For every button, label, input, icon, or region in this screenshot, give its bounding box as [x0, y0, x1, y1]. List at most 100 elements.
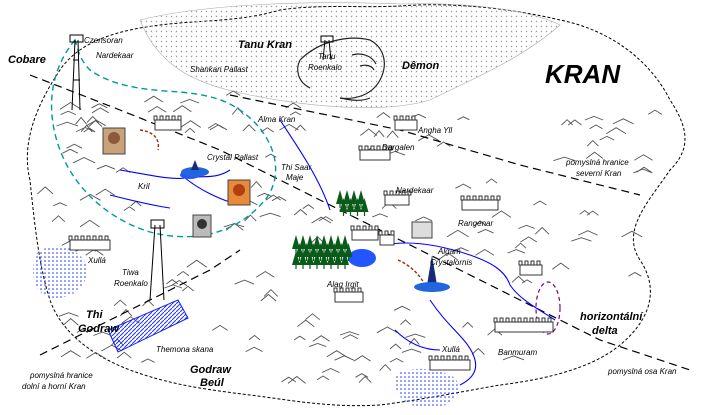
forest-tree	[334, 235, 342, 249]
place-rangenar: Rangenar	[458, 219, 493, 228]
building-battlement	[547, 317, 552, 323]
mountain-peak	[577, 230, 598, 236]
mountain-peak	[176, 270, 190, 277]
mountain-peak	[166, 279, 179, 285]
mountain-peak	[59, 101, 82, 110]
building-battlement	[358, 145, 363, 151]
forest-tree	[339, 198, 348, 212]
mountain-peak	[389, 357, 404, 363]
place-tanu-roenkalo-line1: Tanu	[318, 52, 336, 61]
forest-tree	[353, 198, 362, 212]
building	[429, 359, 471, 371]
place-crystal-pallast: Crystal Pallast	[207, 153, 259, 162]
region-godraw-beul-line2: Beúl	[200, 377, 225, 389]
mountain-peak	[586, 210, 599, 216]
region-cobare: Cobare	[8, 54, 46, 66]
mountain-peak	[75, 127, 95, 133]
building-battlement	[523, 317, 528, 323]
building-battlement	[350, 225, 355, 231]
forest-trunk	[344, 265, 346, 269]
forest-trunk	[340, 257, 343, 261]
mountain-peak	[311, 216, 332, 224]
place-angha-yll: Angha Yll	[417, 126, 452, 135]
building-battlement	[165, 115, 170, 121]
building-battlement	[357, 287, 362, 293]
building	[69, 239, 111, 251]
building-battlement	[356, 225, 361, 231]
building-battlement	[405, 115, 410, 121]
mountain-peak	[293, 335, 306, 341]
building-battlement	[368, 225, 373, 231]
mountain-peak	[91, 107, 109, 114]
building-battlement	[399, 115, 404, 121]
forest-trunk	[337, 265, 339, 269]
border-north-line2: severní Kran	[576, 169, 622, 178]
mountain-peak	[518, 224, 535, 229]
mountain-peak	[66, 143, 83, 149]
mountain-peak	[79, 193, 101, 201]
mountain-peak	[318, 216, 334, 222]
forest-tree	[292, 251, 300, 265]
mountain-peak	[289, 111, 302, 116]
mountain-peak	[485, 178, 498, 184]
building-battlement	[86, 235, 91, 241]
mountain-peak	[186, 259, 208, 268]
mountain-peak	[372, 213, 388, 218]
place-xulla-west: Xullá	[87, 256, 106, 265]
building	[359, 149, 391, 161]
mountain-peak	[360, 128, 378, 136]
building-battlement	[496, 195, 501, 201]
forest-tree	[313, 251, 321, 265]
mountain-peak	[244, 214, 257, 222]
forest-tree	[327, 235, 335, 249]
mountain-peak	[386, 130, 399, 138]
building-battlement	[104, 235, 109, 241]
mountain-peak	[355, 373, 369, 378]
place-tiwa-roenkalo-line2: Roenkalo	[114, 279, 148, 288]
mountain-peak	[260, 127, 274, 133]
region-thi-godraw-line1: Thi	[86, 309, 103, 321]
mountain-peak	[60, 110, 77, 116]
border-south-line2: dolní a horní Kran	[22, 382, 86, 391]
place-dargalen: Dargalen	[382, 143, 415, 152]
crystal-pallast-structure	[181, 160, 209, 177]
forest-tree	[313, 235, 321, 249]
building-battlement	[511, 317, 516, 323]
mountain-peak	[297, 319, 315, 328]
mountain-peak	[514, 242, 527, 249]
crystal-tower	[414, 255, 450, 292]
region-horizontal-delta-line1: horizontální	[580, 311, 644, 323]
mountain-peak	[353, 355, 371, 362]
place-algam-line1: Algam	[437, 247, 461, 256]
building-battlement	[153, 115, 158, 121]
mountain-peak	[60, 350, 81, 358]
lake	[348, 249, 376, 267]
mountain-peak	[634, 154, 653, 161]
forest-tree	[350, 190, 358, 204]
mountain-peak	[62, 318, 79, 326]
forest-tree	[337, 243, 346, 257]
building-battlement	[460, 195, 465, 201]
mountain-peak	[457, 116, 470, 121]
region-horizontal-delta-line2: delta	[592, 325, 618, 337]
mountain-peak	[453, 247, 469, 252]
building-battlement	[333, 287, 338, 293]
mountain-peak	[75, 116, 87, 125]
building-battlement	[499, 317, 504, 323]
mountain-peak	[342, 334, 359, 340]
building-battlement	[505, 317, 510, 323]
building	[494, 321, 554, 333]
mountain-peak	[86, 351, 106, 359]
building-battlement	[407, 190, 412, 196]
portrait-north	[102, 127, 126, 155]
north-border-line	[229, 94, 641, 196]
mountain-peak	[279, 123, 299, 131]
place-alag-irgit: Alag Irgit	[326, 280, 359, 289]
mountain-peak	[446, 229, 469, 238]
forest-tree	[299, 235, 307, 249]
mountain-peak	[242, 124, 256, 132]
mountain-peak	[308, 343, 327, 348]
place-thi-saar-line2: Maje	[286, 173, 304, 182]
map-title: KRAN	[545, 59, 621, 89]
